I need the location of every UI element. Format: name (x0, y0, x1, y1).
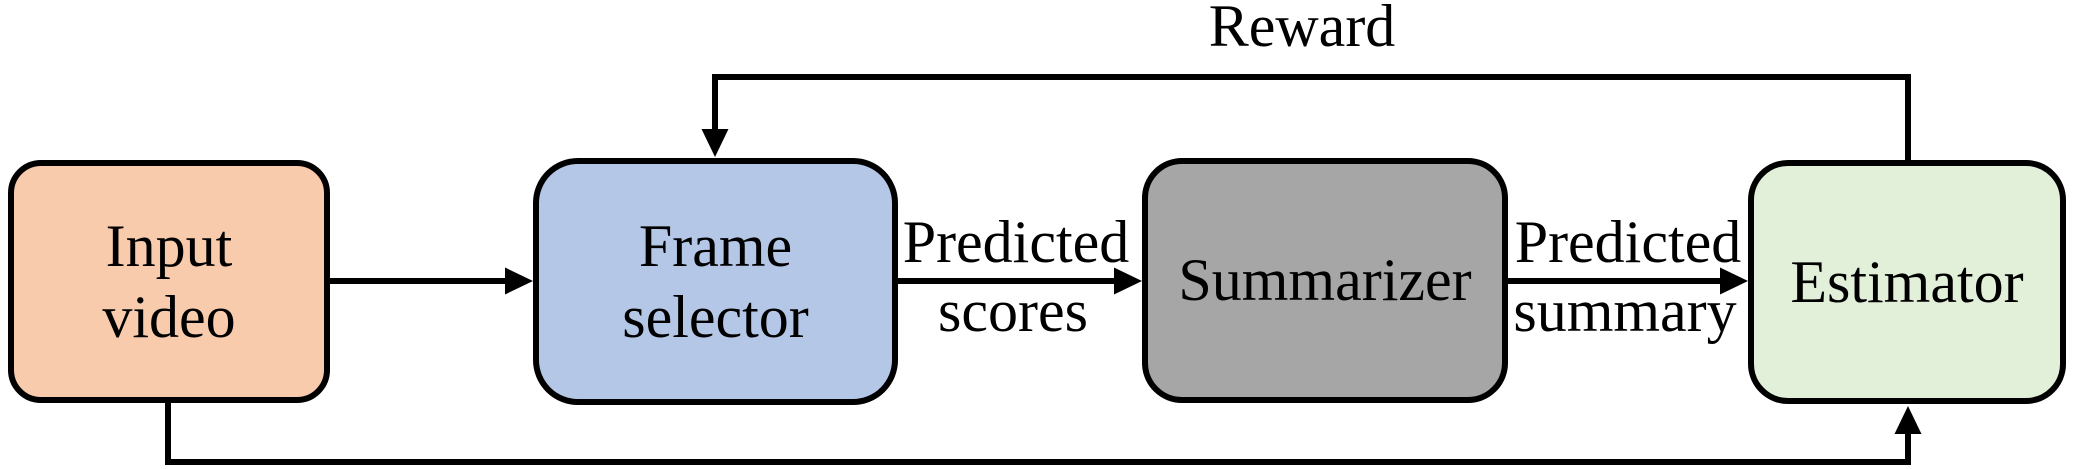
arrow-right-icon (1114, 267, 1142, 295)
edge-frame-selector-to-summarizer (895, 267, 1142, 295)
edge-line (712, 74, 1911, 162)
node-input-video: Input video (8, 160, 330, 403)
arrow-down-icon (701, 129, 729, 157)
arrow-up-icon (1894, 406, 1922, 434)
node-label-line: Frame (638, 213, 793, 280)
node-label: Estimator (1790, 248, 2024, 315)
node-label-line: selector (622, 283, 809, 350)
edge-reward-feedback (701, 74, 1911, 162)
node-label: Summarizer (1178, 247, 1472, 314)
arrow-right-icon (1720, 267, 1748, 295)
node-label-line: video (102, 283, 236, 350)
edge-line (165, 401, 1911, 465)
edge-input-to-frame-selector (327, 267, 533, 295)
arrow-right-icon (505, 267, 533, 295)
node-frame-selector: Frame selector (533, 158, 898, 405)
node-summarizer: Summarizer (1142, 158, 1508, 403)
node-estimator: Estimator (1748, 160, 2066, 404)
node-label-line: Input (105, 213, 233, 280)
edge-input-to-estimator (165, 401, 1922, 465)
edge-summarizer-to-estimator (1505, 267, 1748, 295)
